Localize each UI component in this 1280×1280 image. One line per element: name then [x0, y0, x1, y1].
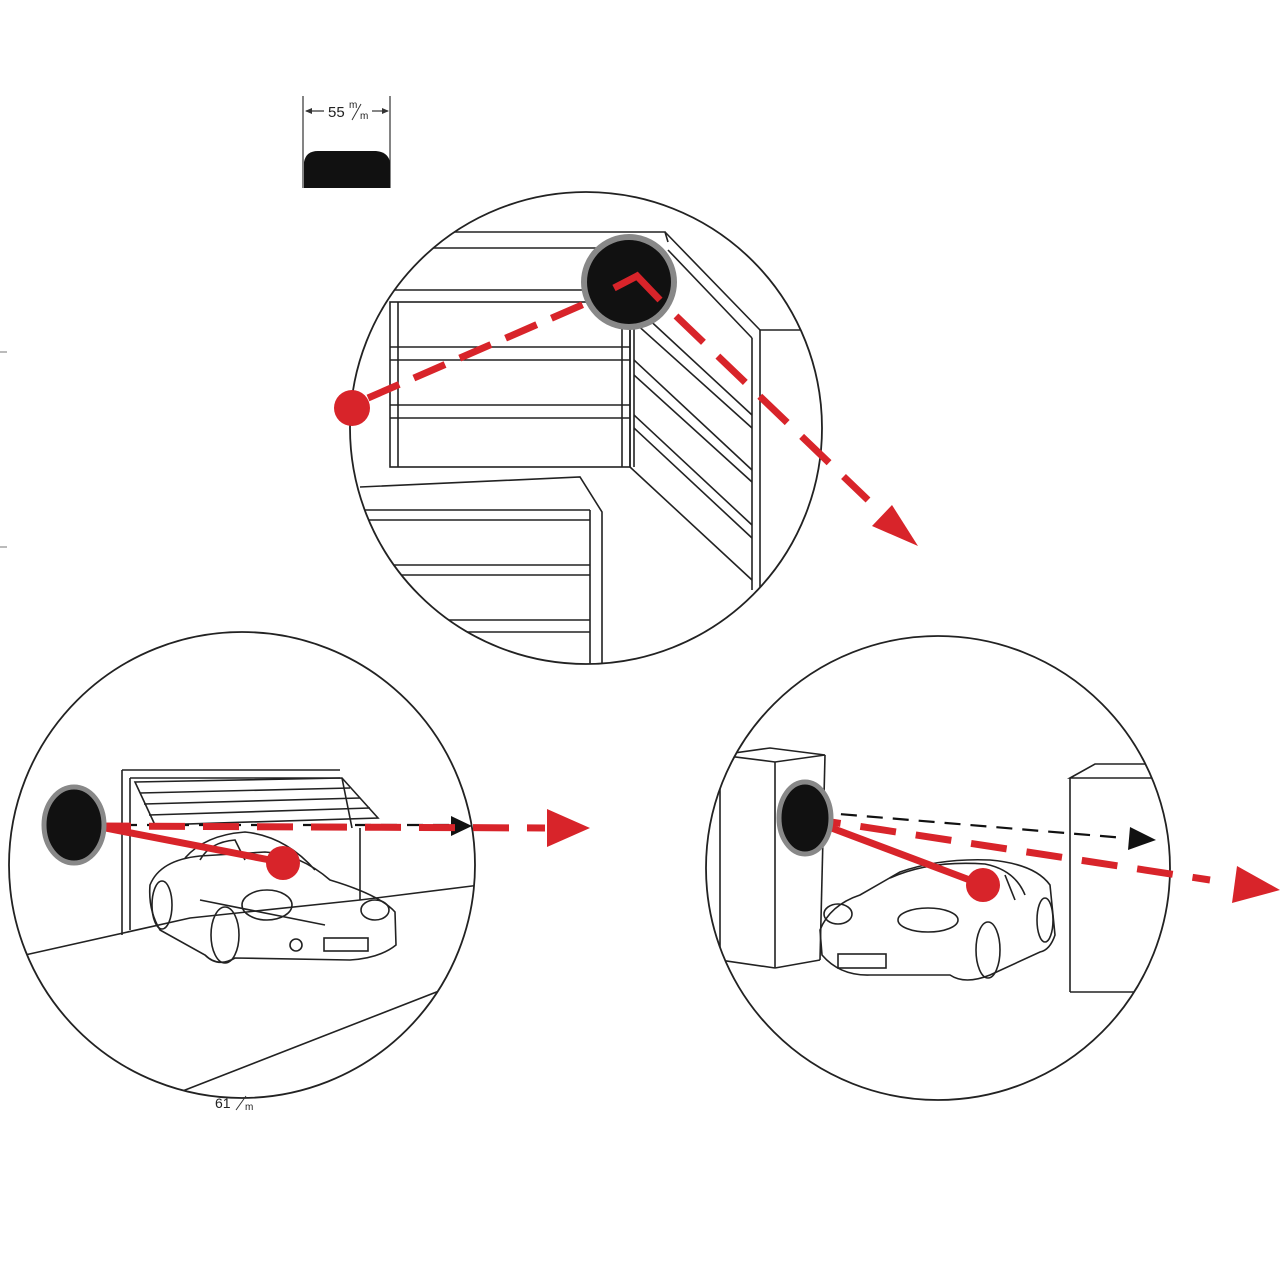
- sight-beam-right: [803, 814, 1211, 886]
- sight-beam-top: [366, 294, 871, 503]
- observer-dot-icon: [334, 390, 370, 426]
- observer-dot-icon: [266, 846, 300, 880]
- convex-mirror-icon: [776, 779, 834, 857]
- direction-arrow-icon: [547, 809, 590, 847]
- direction-arrow-icon: [1232, 866, 1280, 903]
- mirror-profile-block: [304, 151, 390, 188]
- dimension-unit-bottom: m: [245, 1102, 253, 1113]
- direction-arrow-icon: [872, 505, 918, 546]
- dimension-unit-bottom: m: [360, 111, 368, 122]
- convex-mirror-icon: [41, 784, 107, 866]
- driveway-scene: [705, 635, 1280, 1101]
- observer-dot-icon: [966, 868, 1000, 902]
- scene-circle-right: [705, 635, 1171, 1101]
- car-icon: [819, 858, 1056, 981]
- garage-scene: [8, 631, 590, 1099]
- sight-beam-left: [94, 822, 546, 864]
- scene-circle-left: [8, 631, 476, 1099]
- mirror-diameter-dimension: 61 m: [215, 1095, 253, 1113]
- dimension-unit-top: m: [349, 100, 357, 111]
- dimension-number: 61: [215, 1095, 231, 1111]
- dimension-number: 55: [328, 104, 345, 121]
- scene-circle-top: [349, 191, 823, 665]
- warehouse-scene: [334, 191, 918, 665]
- mirror-thickness-dimension: 55 m m: [302, 96, 391, 188]
